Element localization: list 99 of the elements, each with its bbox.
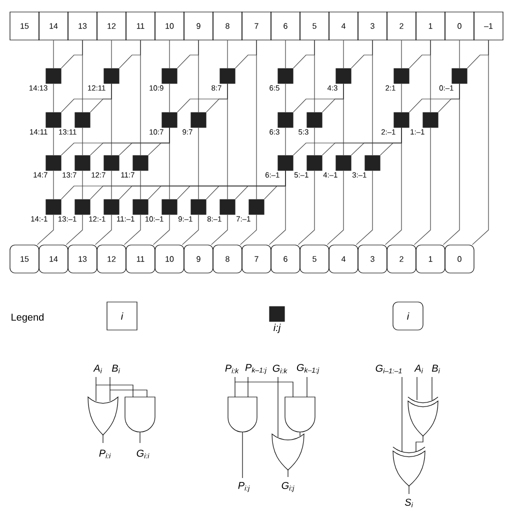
signal-label: G$_{i:j}$ bbox=[282, 482, 294, 492]
wire bbox=[198, 128, 199, 200]
wire bbox=[111, 170, 112, 200]
input-box: 3 bbox=[358, 12, 388, 40]
wire bbox=[240, 214, 257, 245]
sum-box: 5 bbox=[300, 244, 330, 274]
signal-label: G$_{i:i}$ bbox=[136, 450, 150, 458]
input-box: 10 bbox=[154, 12, 184, 40]
signal-label: G$_{k–1:j}$ bbox=[296, 364, 320, 374]
sum-box: 7 bbox=[242, 244, 272, 274]
sum-box: 9 bbox=[184, 244, 214, 274]
input-box: 5 bbox=[300, 12, 330, 40]
sum-box: 1 bbox=[416, 244, 446, 274]
wire bbox=[351, 40, 373, 68]
wire bbox=[82, 128, 83, 156]
sum-box: 10 bbox=[154, 244, 184, 274]
wire bbox=[414, 128, 431, 245]
wire bbox=[227, 40, 228, 68]
signal-label: B$_{i}$ bbox=[432, 364, 440, 374]
wire bbox=[111, 40, 112, 68]
wire bbox=[53, 170, 54, 200]
wire bbox=[177, 40, 199, 68]
input-box: 6 bbox=[270, 12, 300, 40]
signal-label: P$_{i:i}$ bbox=[99, 450, 111, 458]
input-box: i bbox=[106, 302, 138, 330]
wire bbox=[314, 128, 315, 156]
sum-box: 2 bbox=[386, 244, 416, 274]
signal-label: B$_{i}$ bbox=[112, 364, 120, 374]
wire bbox=[37, 214, 54, 245]
input-box: 0 bbox=[444, 12, 474, 40]
signal-label: G$_{i–1:–1}$ bbox=[376, 364, 402, 374]
input-box: 12 bbox=[96, 12, 126, 40]
input-box: 1 bbox=[416, 12, 446, 40]
wire bbox=[298, 170, 315, 245]
wire bbox=[53, 84, 54, 112]
wire bbox=[90, 84, 112, 112]
wire bbox=[285, 40, 286, 68]
wire bbox=[235, 40, 257, 68]
wire bbox=[124, 214, 141, 245]
legend-title: Legend bbox=[12, 313, 44, 323]
signal-label: P$_{i:k}$ bbox=[225, 364, 239, 374]
input-box: 2 bbox=[386, 12, 416, 40]
sum-box: 6 bbox=[270, 244, 300, 274]
wire bbox=[211, 214, 228, 245]
wire bbox=[82, 170, 83, 200]
wire bbox=[169, 40, 170, 68]
input-box: 7 bbox=[242, 12, 272, 40]
wire bbox=[53, 40, 54, 68]
wire bbox=[459, 40, 460, 68]
wire bbox=[148, 128, 170, 156]
wire bbox=[467, 40, 489, 68]
sum-box: 0 bbox=[444, 244, 474, 274]
sum-box: i bbox=[392, 302, 424, 330]
wire bbox=[380, 128, 402, 156]
wire bbox=[356, 170, 373, 245]
cell-label: i:j bbox=[274, 324, 281, 334]
input-box: –1 bbox=[474, 12, 504, 40]
wire bbox=[153, 214, 170, 245]
sum-box: 11 bbox=[126, 244, 156, 274]
wire bbox=[285, 128, 286, 156]
wire bbox=[61, 40, 83, 68]
wire bbox=[169, 84, 170, 112]
wire bbox=[182, 214, 199, 245]
sum-box: 8 bbox=[212, 244, 242, 274]
wire bbox=[264, 170, 286, 200]
wire bbox=[327, 170, 344, 245]
wire bbox=[322, 84, 344, 112]
sum-box: 4 bbox=[328, 244, 358, 274]
wire bbox=[53, 128, 54, 156]
wire bbox=[293, 40, 315, 68]
wire bbox=[285, 84, 286, 112]
input-box: 4 bbox=[328, 12, 358, 40]
signal-label: P$_{i:j}$ bbox=[238, 482, 250, 492]
wire bbox=[95, 214, 112, 245]
input-box: 15 bbox=[10, 12, 40, 40]
sum-box: 14 bbox=[38, 244, 68, 274]
signal-label: P$_{k–1:j}$ bbox=[245, 364, 267, 374]
wire bbox=[206, 84, 228, 112]
wire bbox=[140, 170, 141, 200]
input-box: 11 bbox=[126, 12, 156, 40]
sum-box: 13 bbox=[68, 244, 98, 274]
wire bbox=[66, 214, 83, 245]
input-box: 13 bbox=[68, 12, 98, 40]
signal-label: S$_{i}$ bbox=[404, 498, 414, 508]
signal-label: G$_{i:k}$ bbox=[272, 364, 288, 374]
wire bbox=[343, 40, 344, 68]
input-box: 14 bbox=[38, 12, 68, 40]
signal-label: A$_{i}$ bbox=[414, 364, 424, 374]
sum-box: 12 bbox=[96, 244, 126, 274]
wire bbox=[401, 84, 402, 112]
signal-label: A$_{i}$ bbox=[93, 364, 102, 374]
input-box: 8 bbox=[212, 12, 242, 40]
input-box: 9 bbox=[184, 12, 214, 40]
wire bbox=[409, 40, 431, 68]
sum-box: 3 bbox=[358, 244, 388, 274]
wire bbox=[119, 40, 141, 68]
wire bbox=[401, 40, 402, 68]
wire bbox=[438, 84, 460, 112]
sum-box: 15 bbox=[10, 244, 40, 274]
